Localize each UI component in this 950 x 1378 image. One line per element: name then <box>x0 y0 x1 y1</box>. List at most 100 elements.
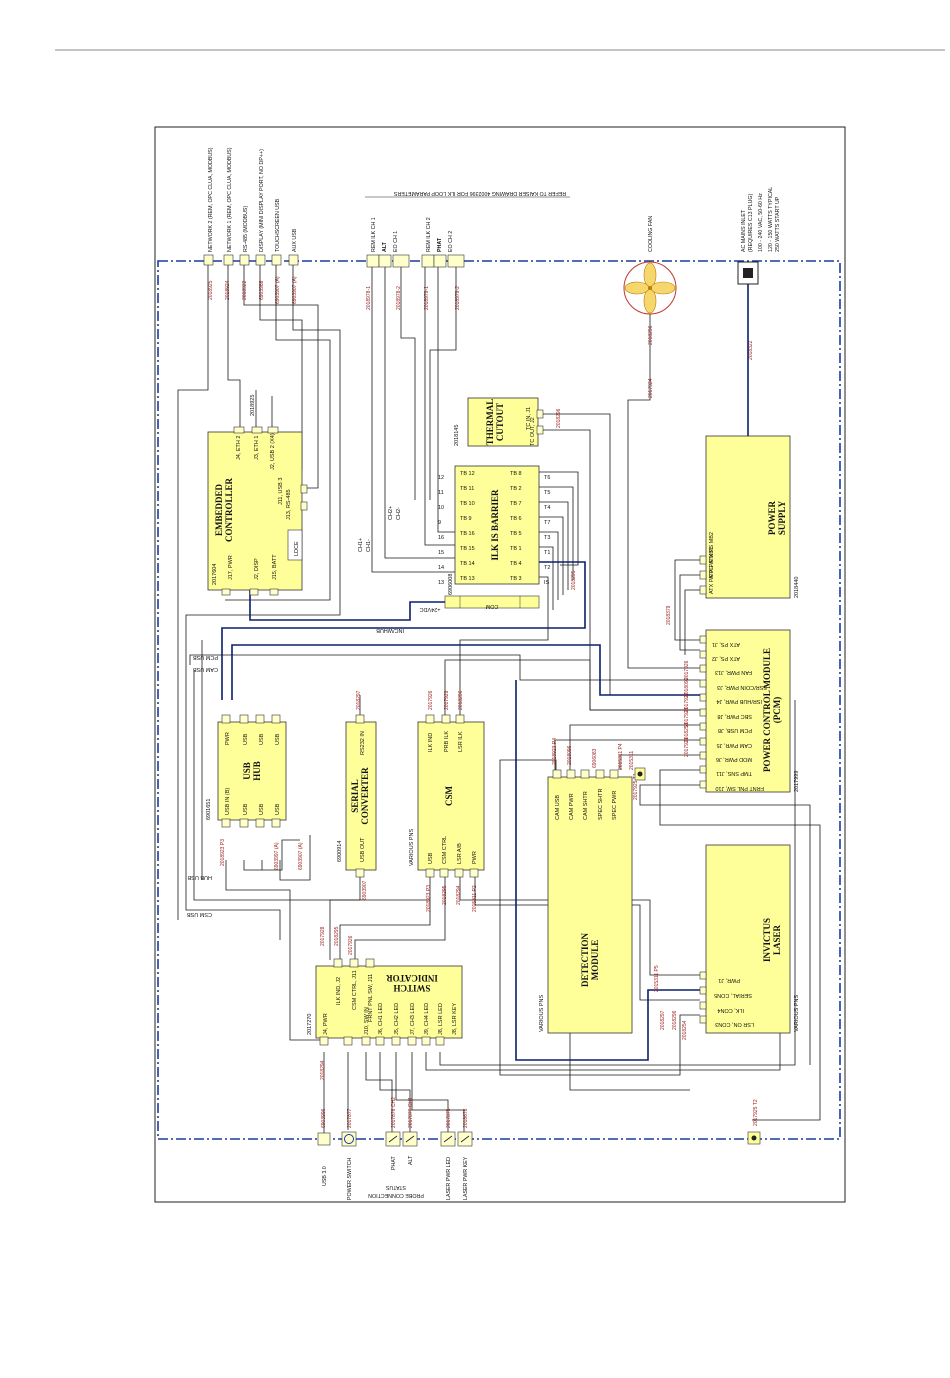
pcm-title2: (PCM) <box>772 697 782 724</box>
csm-wire-ref: 2018923 P3 <box>426 885 432 912</box>
ilk-ch2-sub2: EO CH 2 <box>448 231 454 252</box>
serial-converter[interactable] <box>345 714 377 878</box>
invictus-laser[interactable] <box>699 844 791 1034</box>
power-switch-icon[interactable] <box>341 1131 357 1147</box>
phat-switch-icon[interactable] <box>385 1131 401 1147</box>
csm-wire-ref: 2018294 <box>456 885 462 905</box>
laser-wire-ref: 2018254 <box>682 1020 688 1040</box>
ch-label: CH2+ <box>388 506 394 520</box>
pcm-pin: SSR/COIN PWR, J3 <box>717 684 767 690</box>
laser-title2: LASER <box>772 924 782 955</box>
pcm-pin: CAM PWR, J5 <box>717 742 752 748</box>
rem-ilk-ch2-connector[interactable] <box>421 254 465 268</box>
ilk-ch1-ref: 2018978-1 <box>366 286 372 310</box>
pcm-pin: FRNT PNL SW, J10 <box>715 785 764 791</box>
switch-pin: J4, PWR <box>323 1013 329 1035</box>
side-label-cam-usb: CAM USB <box>193 666 218 672</box>
display-connector[interactable] <box>255 254 266 266</box>
laser-pwr-key-icon[interactable] <box>457 1131 473 1147</box>
switch-pin: J5, CH2 LED <box>394 1003 400 1035</box>
refer-note: REFER TO KAISER DRAWING 4002396 FOR ILK … <box>393 190 566 196</box>
power-supply[interactable] <box>699 435 791 599</box>
hub-title2: HUB <box>252 761 262 781</box>
ilk-right-pin: TB 3 <box>510 576 522 582</box>
aux-usb-ref: 6903907 (A) <box>292 276 298 304</box>
switch-indicator[interactable] <box>315 958 463 1046</box>
ac-line5: 250 WATTS START UP <box>775 196 781 252</box>
psu-pin: ATX PS MB2 <box>709 532 715 564</box>
rem-ilk-ch1-connector[interactable] <box>366 254 410 268</box>
detection-module[interactable] <box>547 769 633 1034</box>
hub-wire-ref: 6903997 (A) <box>274 842 280 870</box>
ilk-is-barrier[interactable] <box>454 465 540 585</box>
fan-ref2: 2017924 <box>648 378 654 398</box>
switch-wire-ref: 2018294 <box>320 1060 326 1080</box>
ac-line2: (REQUIRES C13 PLUG) <box>748 193 754 252</box>
aux-usb-label: AUX USB <box>292 228 298 252</box>
ac-ref: 2018322 <box>748 340 754 360</box>
pcm-pin: TMP SNS, J11 <box>716 770 752 776</box>
pcm-wire-refs: 2017926 2018090 2017927 2017928 2018258 … <box>684 660 690 757</box>
serial-title2: CONVERTER <box>360 767 370 825</box>
switch-ref: 2017270 <box>307 1014 313 1035</box>
bottom-label: USB 3.0 <box>322 1166 328 1186</box>
ec-title2: CONTROLLER <box>224 477 234 542</box>
power-control-module[interactable] <box>699 629 791 793</box>
ilk-ch2-ref2: 2018979-2 <box>455 286 461 310</box>
csm-pin: CSM CTRL <box>442 836 448 864</box>
ilk-in-label: 10 <box>438 505 444 511</box>
network1-connector[interactable] <box>223 254 234 266</box>
det-wire-ref: 2018096 <box>567 745 573 765</box>
rs485-label: RS-485 (MODBUS) <box>243 206 249 252</box>
ec-title1: EMBEDDED <box>214 484 224 537</box>
alt-switch-icon[interactable] <box>402 1131 418 1147</box>
hub-pin: USB <box>275 733 281 745</box>
pcm-wire-ref: 2017929 <box>684 737 690 757</box>
ilk-out-label: T3 <box>544 535 550 541</box>
hub-title1: USB <box>242 762 252 780</box>
csm-wire-ref: 2017929 <box>444 690 450 710</box>
ac-inlet-icon[interactable] <box>737 261 759 285</box>
network2-label: NETWORK 2 (REM, OPC CLUA, MODBUS) <box>208 147 214 252</box>
ec-pin-eth2: J4, ETH 2 <box>236 436 242 460</box>
network1-label: NETWORK 1 (REM, OPC CLUA, MODBUS) <box>227 147 233 252</box>
network2-connector[interactable] <box>203 254 214 266</box>
thermal-title1: THERMAL <box>485 399 495 446</box>
ilk-left-pin: TB 16 <box>460 531 475 537</box>
hub-pin: USB <box>243 733 249 745</box>
embedded-controller[interactable] <box>207 426 308 596</box>
com-ref: 2018295 <box>571 570 577 590</box>
switch-pin: J9, CH4 LED <box>424 1003 430 1035</box>
serial-ref: 6900914 <box>337 841 343 862</box>
thermal-pin-in: TC IN, J1 <box>526 407 532 430</box>
thermal-cutout[interactable] <box>467 397 544 447</box>
usb30-connector[interactable] <box>317 1132 331 1146</box>
det-wire-ref: 2017925 T1 <box>633 773 639 800</box>
switch-pin: J8, LSR LED <box>438 1003 444 1035</box>
aux-usb-connector[interactable] <box>288 254 299 266</box>
serial-wire-ref: 6903907 <box>362 880 368 900</box>
csm-module[interactable] <box>417 714 485 878</box>
rs485-connector[interactable] <box>239 254 250 266</box>
hub-wire-ref: 6903907 (A) <box>298 842 304 870</box>
usb-hub[interactable] <box>217 714 287 828</box>
switch-pin: J6, CH1 LED <box>378 1003 384 1035</box>
touchscreen-usb-connector[interactable] <box>271 254 282 266</box>
csm-pin: USB <box>428 852 434 864</box>
bottom-ref: 6903996 <box>321 1108 327 1128</box>
detection-title2: MODULE <box>590 940 600 981</box>
ac-line1: AC MAINS INLET <box>741 209 747 252</box>
ilk-in-label: 15 <box>438 550 444 556</box>
laser-ref: VARIOUS PNS <box>794 994 800 1032</box>
ground-lug-icon <box>747 1131 761 1145</box>
cooling-fan-icon <box>623 261 677 315</box>
laser-pin: LSR ON, CON3 <box>715 1021 754 1027</box>
ch-label: CH1- <box>366 539 372 552</box>
switch-pin: ILK IND, J2 <box>336 977 342 1005</box>
pcm-pin: MOD PWR, J6 <box>716 756 752 762</box>
laser-pwr-led-icon[interactable] <box>440 1131 456 1147</box>
csm-wire-ref: 2015311 P2 <box>472 885 478 912</box>
ilk-in-label: 16 <box>438 535 444 541</box>
det-wire-ref: 2015311 <box>629 751 635 770</box>
ec-pin-eth1: J3, ETH 1 <box>254 436 260 460</box>
